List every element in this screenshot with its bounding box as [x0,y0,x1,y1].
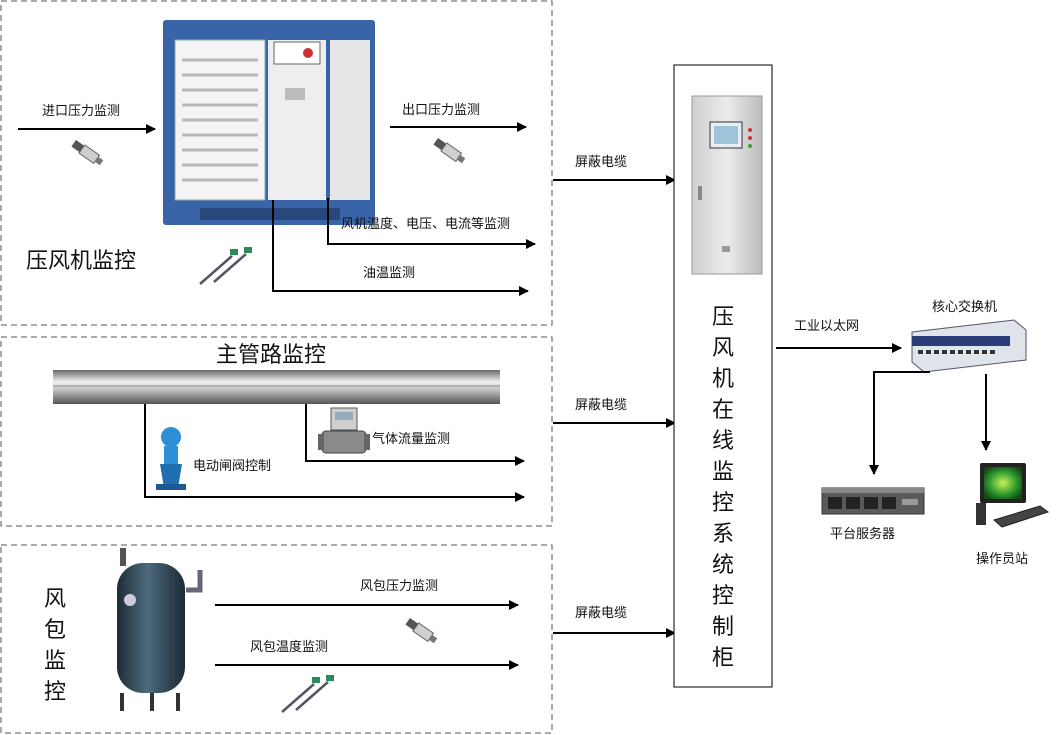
cabinet-title-char: 压 [712,305,734,330]
valve-control-label: 电动闸阀控制 [193,459,271,474]
outlet-pressure-label: 出口压力监测 [402,103,480,118]
oil-temperature-probe-icon [199,247,252,285]
outlet-pressure-sensor-icon [433,138,466,164]
tank-title-char: 监 [44,649,66,674]
inlet-pressure-sensor-icon [71,140,104,166]
cabinet-title-char: 机 [712,367,734,392]
control-cabinet-icon [691,95,763,275]
gas-flow-label: 气体流量监测 [372,431,450,447]
core-switch-icon [911,319,1027,373]
flowmeter-icon [318,407,370,454]
tank-temperature-label: 风包温度监测 [250,639,328,655]
gas-flow-arrow [305,404,525,466]
cabinet-title-char: 统 [712,553,734,578]
pipeline-section-border [0,336,553,527]
pipeline-section-title: 主管路监控 [216,343,326,368]
cabinet-title-char: 在 [712,398,734,423]
platform-server-label: 平台服务器 [830,526,895,542]
cabinet-title: 压 风 机 在 线 监 控 系 统 控 制 柜 [712,305,734,671]
tank-temperature-probe-icon [281,675,334,713]
cabinet-title-char: 监 [712,460,734,485]
cabinet-title-char: 系 [712,522,734,547]
tank-title-char: 控 [44,680,66,705]
main-pipe-icon [53,370,500,404]
cabinet-title-char: 线 [712,429,734,454]
industrial-ethernet-label: 工业以太网 [794,319,859,334]
platform-server-icon [821,487,925,515]
motor-monitoring-arrow [327,198,536,249]
motor-monitoring-label: 风机温度、电压、电流等监测 [341,216,510,232]
oil-temperature-arrow [272,200,529,296]
cabinet-title-char: 控 [712,584,734,609]
tank-pressure-label: 风包压力监测 [360,579,438,594]
operator-station-label: 操作员站 [976,551,1028,567]
tank-section-border [0,544,553,734]
tank-title-char: 包 [44,618,66,643]
oil-temperature-label: 油温监测 [363,266,415,281]
shielded-cable-label: 屏蔽电缆 [575,605,627,621]
cabinet-title-char: 制 [712,615,734,640]
tank-title-char: 风 [44,587,66,612]
cabinet-title-char: 风 [712,336,734,361]
valve-control-arrow [144,404,525,502]
air-compressor-icon [163,20,375,225]
inlet-pressure-label: 进口压力监测 [42,104,120,119]
shielded-cable-label: 屏蔽电缆 [575,154,627,170]
cabinet-title-char: 控 [712,491,734,516]
core-switch-label: 核心交换机 [932,299,997,315]
air-receiver-tank-icon [117,548,203,711]
operator-workstation-icon [976,463,1050,528]
electric-gate-valve-icon [156,427,186,490]
tank-pressure-sensor-icon [405,618,438,644]
compressor-section-title: 压风机监控 [26,249,136,274]
compressor-section-border [0,0,553,326]
shielded-cable-label: 屏蔽电缆 [575,397,627,413]
server-link-arrow [869,371,930,475]
cabinet-title-char: 柜 [712,646,734,671]
tank-title: 风 包 监 控 [44,587,66,705]
